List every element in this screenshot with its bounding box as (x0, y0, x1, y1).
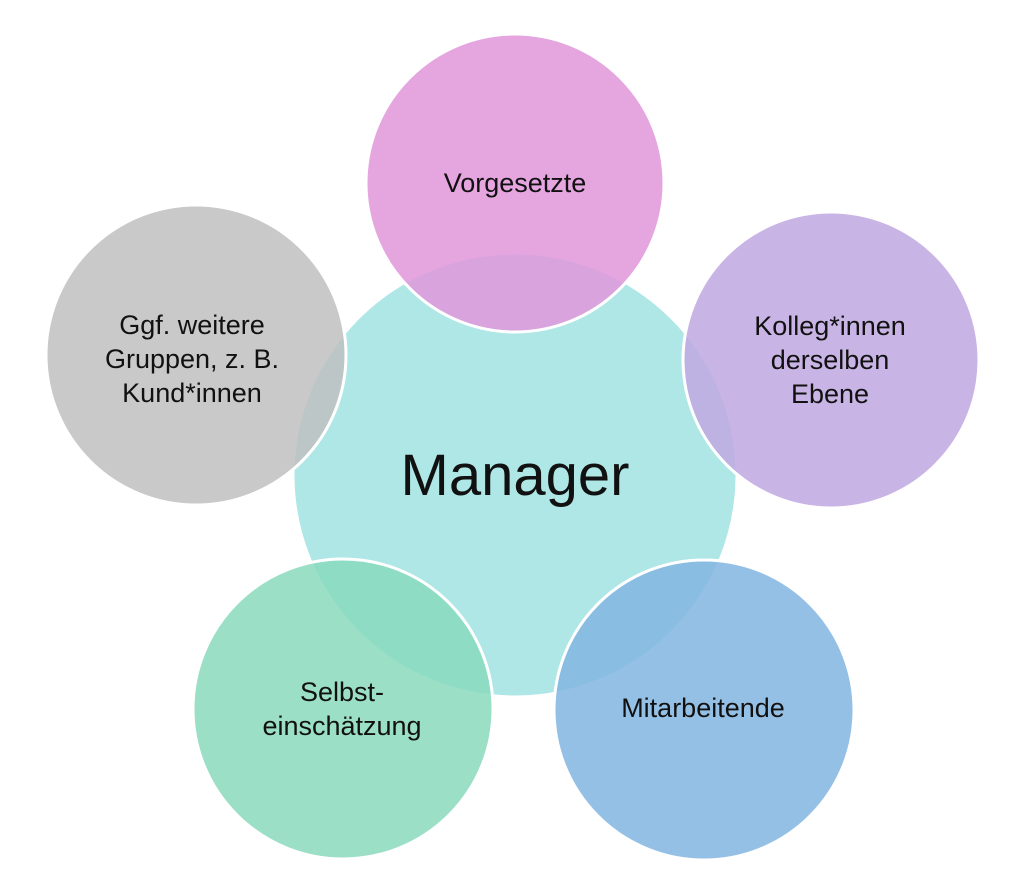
vorgesetzte-line-1: Vorgesetzte (443, 168, 587, 198)
mitarbeitende-circle (552, 558, 856, 862)
weitere-line-2: Gruppen, z. B. (104, 344, 280, 374)
vorgesetzte-circle (364, 32, 666, 334)
selbst-line-2: einschätzung (262, 711, 422, 741)
selbsteinschaetzung-circle (191, 557, 495, 861)
kollegen-line-2: derselben (770, 345, 890, 375)
weitere-line-3: Kund*innen (122, 378, 262, 408)
kollegen-line-3: Ebene (790, 379, 870, 409)
selbsteinschaetzung-label: Selbst- einschätzung (237, 673, 447, 745)
weitere-gruppen-label: Ggf. weitere Gruppen, z. B. Kund*innen (77, 306, 307, 412)
mitarbeitende-label: Mitarbeitende (583, 688, 823, 728)
center-label: Manager (365, 440, 665, 512)
weitere-gruppen-circle (44, 203, 348, 507)
kollegen-label: Kolleg*innen derselben Ebene (720, 307, 940, 413)
vorgesetzte-label: Vorgesetzte (405, 163, 625, 203)
center-label-text: Manager (400, 443, 630, 508)
selbst-line-1: Selbst- (299, 677, 385, 707)
kollegen-circle (681, 210, 981, 510)
weitere-line-1: Ggf. weitere (119, 310, 265, 340)
mitarbeitende-line-1: Mitarbeitende (621, 693, 785, 723)
kollegen-line-1: Kolleg*innen (754, 311, 906, 341)
